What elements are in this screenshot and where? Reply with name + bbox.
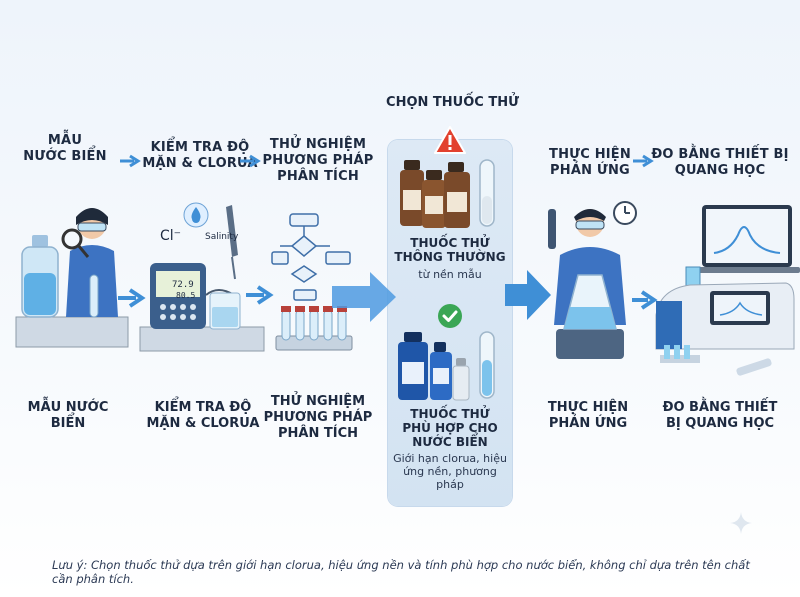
suitable-reagent-subtitle: Giới hạn clorua, hiệu ứng nền, phương ph… bbox=[393, 452, 507, 491]
flow-arrow-5 bbox=[632, 290, 658, 310]
footnote: Lưu ý: Chọn thuốc thử dựa trên giới hạn … bbox=[52, 558, 750, 586]
conventional-reagent-title: THUỐC THỬ THÔNG THƯỜNG bbox=[394, 236, 506, 264]
brown-bottles-icon bbox=[400, 159, 495, 228]
flow-arrow-2 bbox=[246, 285, 274, 305]
reaction-scientist-illustration bbox=[548, 201, 637, 359]
stage-title-sample: MẪU NƯỚC BIỂN bbox=[23, 133, 107, 164]
check-icon bbox=[438, 304, 462, 328]
flow-arrow-1 bbox=[118, 288, 146, 308]
arrow-top-3 bbox=[633, 154, 654, 168]
stage-caption-sample: MẪU NƯỚC BIỂN bbox=[27, 400, 109, 431]
meter-reading-2: 80.5 bbox=[176, 291, 196, 300]
stage-title-optical: ĐO BẰNG THIẾT BỊ QUANG HỌC bbox=[651, 147, 789, 178]
flow-arrow-4 bbox=[505, 270, 551, 320]
sparkle-icon bbox=[730, 512, 752, 534]
stage-caption-method: THỬ NGHIỆM PHƯƠNG PHÁP PHÂN TÍCH bbox=[263, 394, 373, 441]
stage-caption-optical: ĐO BẰNG THIẾT BỊ QUANG HỌC bbox=[662, 400, 778, 431]
stage-caption-salinity: KIỂM TRA ĐỘ MẶN & CLORUA bbox=[146, 400, 260, 431]
arrow-top-2 bbox=[240, 154, 261, 168]
stage-caption-reaction: THỰC HIỆN PHẢN ỨNG bbox=[547, 400, 629, 431]
reagent-selection-title: CHỌN THUỐC THỬ bbox=[386, 95, 519, 110]
method-flowchart-illustration bbox=[271, 213, 353, 351]
spectrophotometer-illustration bbox=[655, 205, 800, 376]
suitable-reagent-title: THUỐC THỬ PHÙ HỢP CHO NƯỚC BIỂN bbox=[402, 407, 498, 449]
meter-reading-1: 72.9 bbox=[172, 280, 194, 290]
chloride-symbol: Cl⁻ bbox=[160, 228, 182, 244]
conventional-reagent-subtitle: từ nền mẫu bbox=[418, 268, 482, 281]
stage-title-method: THỬ NGHIỆM PHƯƠNG PHÁP PHÂN TÍCH bbox=[262, 137, 374, 184]
stage-title-reaction: THỰC HIỆN PHẢN ỨNG bbox=[549, 147, 631, 178]
sample-scientist-illustration bbox=[15, 208, 129, 348]
salinity-meter-illustration bbox=[139, 202, 265, 352]
warning-icon bbox=[434, 126, 466, 154]
salinity-label: Salinity bbox=[205, 232, 239, 242]
flow-arrow-3 bbox=[332, 272, 396, 322]
stage-title-salinity: KIỂM TRA ĐỘ MẶN & CLORUA bbox=[142, 140, 258, 171]
arrow-top-1 bbox=[120, 154, 141, 168]
blue-bottles-icon bbox=[398, 331, 495, 401]
